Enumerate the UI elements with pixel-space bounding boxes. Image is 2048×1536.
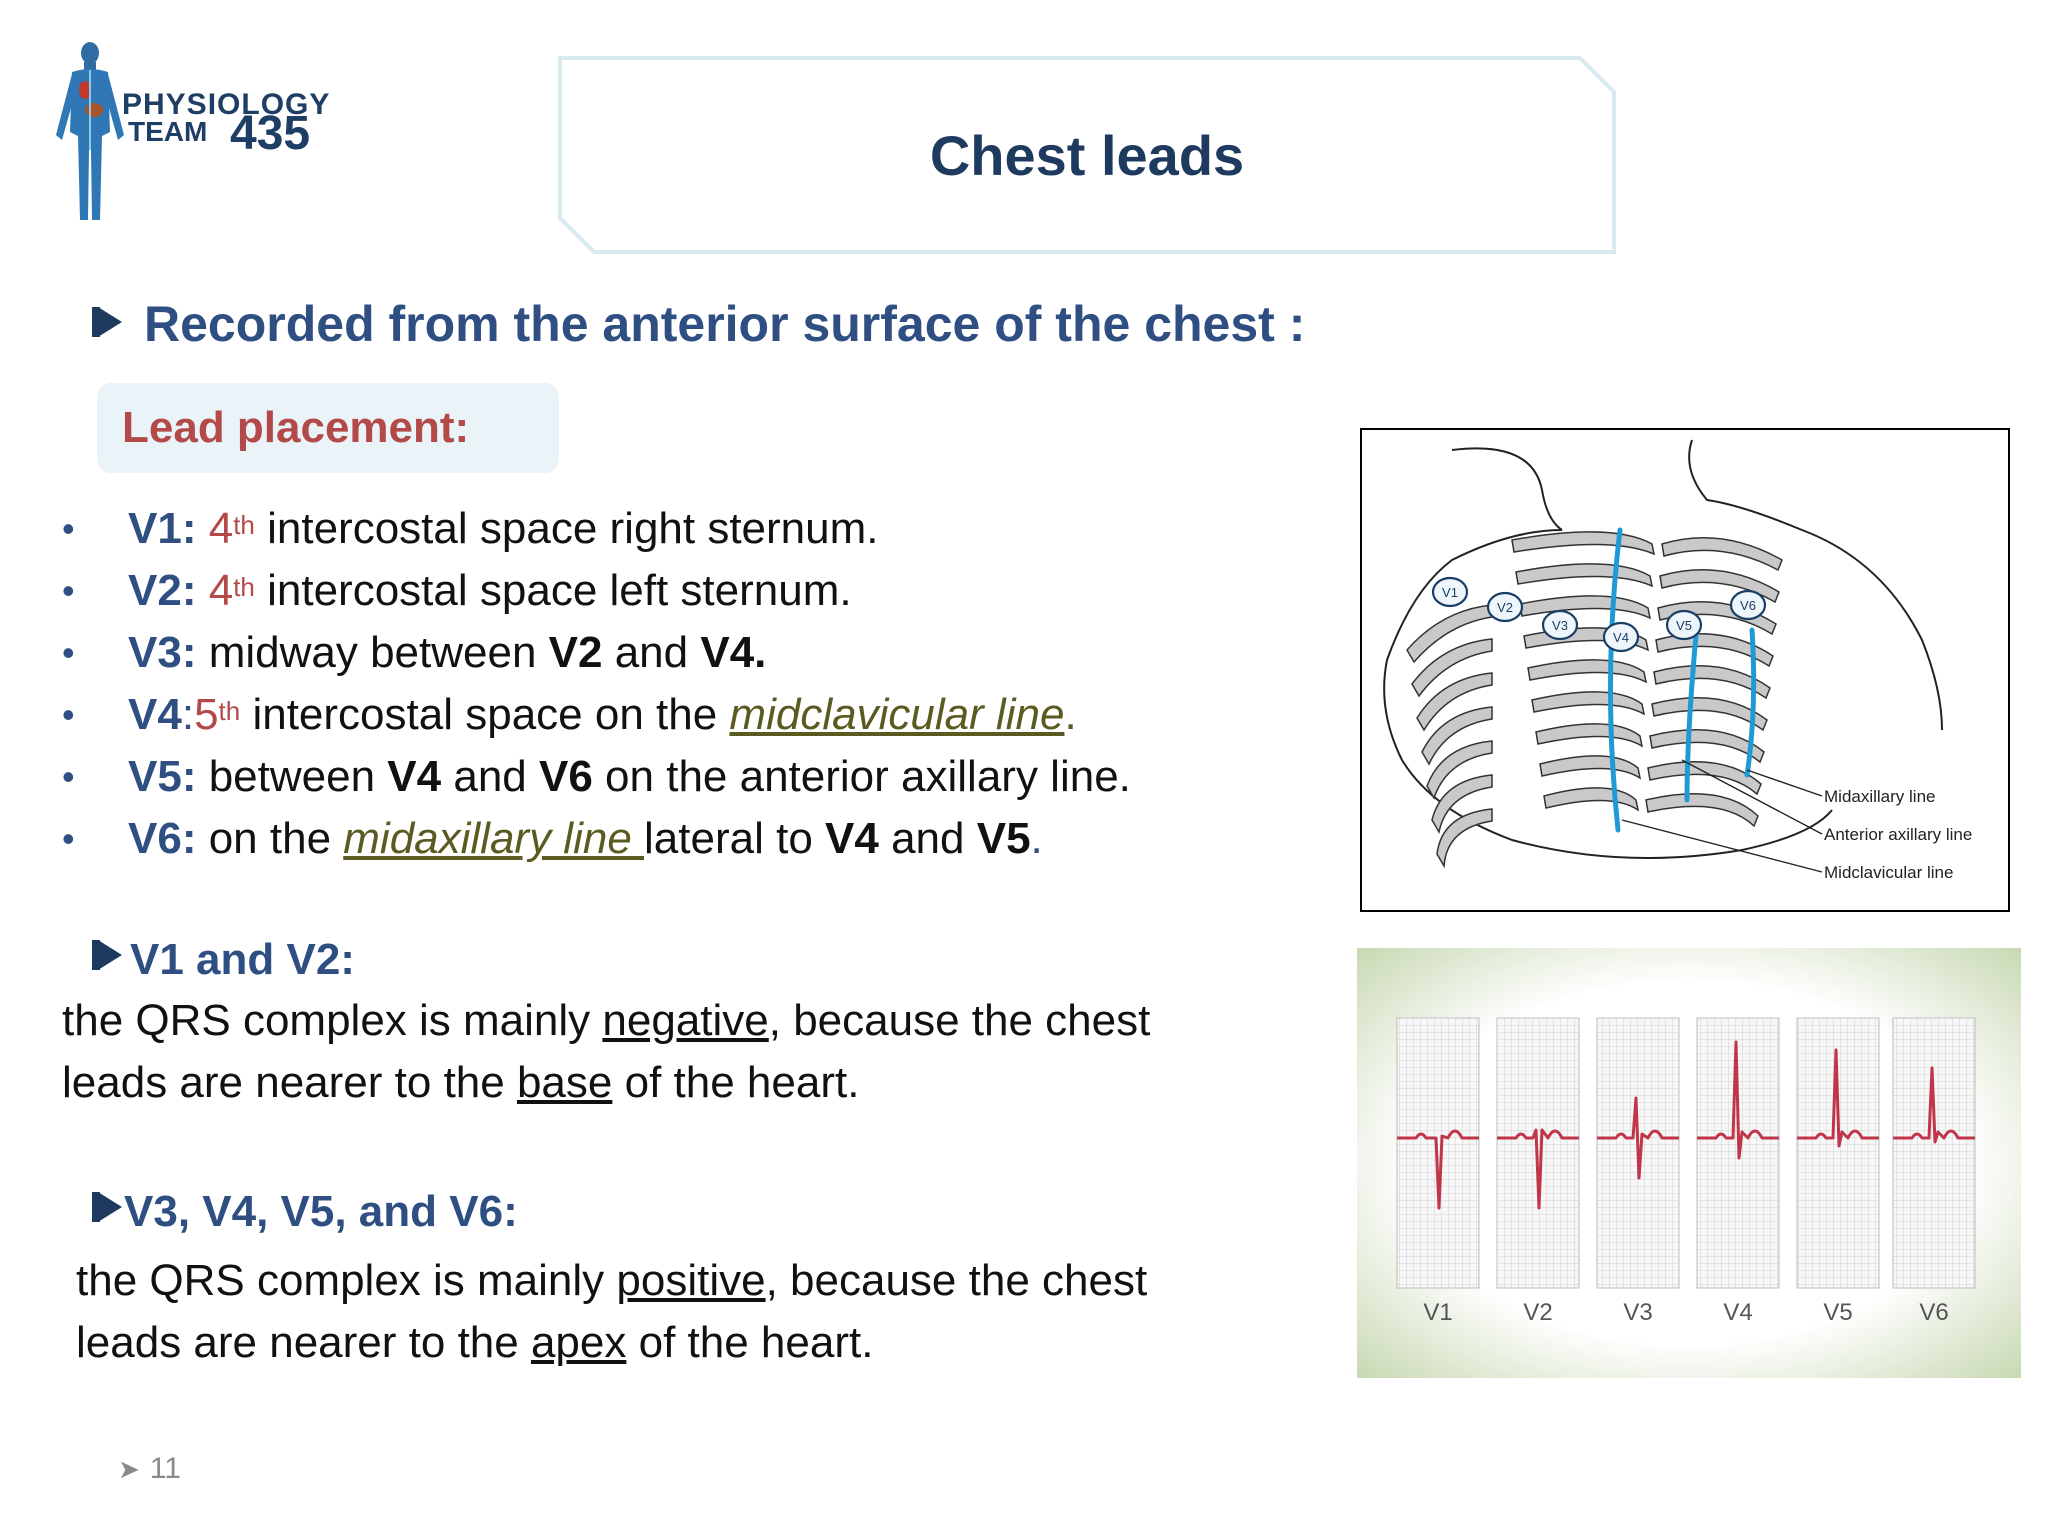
- section-v1-v2-text: the QRS complex is mainly negative, beca…: [62, 996, 1151, 1107]
- neck-left-outline: [1451, 447, 1563, 531]
- ecg-traces-svg: V1 V2 V3 V4 V5 V6: [1357, 948, 2021, 1378]
- electrode-v1: [1431, 576, 1469, 608]
- ecg-label-v5: V5: [1823, 1299, 1852, 1326]
- logo-word-physiology: PHYSIOLOGY: [122, 88, 331, 121]
- ecg-label-v4: V4: [1723, 1299, 1752, 1326]
- ecg-label-v1: V1: [1423, 1299, 1452, 1326]
- arrow-pointer-icon: ➤: [118, 1454, 140, 1484]
- midaxillary-line-marker: [1744, 627, 1757, 778]
- ecg-trace-v2: [1497, 1128, 1579, 1210]
- rib-left: [1519, 595, 1652, 620]
- list-item: • V6: on the midaxillary line lateral to…: [62, 814, 1043, 863]
- electrode-v3: [1541, 609, 1579, 641]
- list-item: • V5: between V4 and V6 on the anterior …: [62, 752, 1131, 801]
- rib-far-left: [1416, 672, 1493, 732]
- rib-left: [1535, 723, 1644, 748]
- arrow-bullet-icon: [92, 1192, 122, 1222]
- ecg-traces-panel: V1 V2 V3 V4 V5 V6: [1357, 948, 2021, 1378]
- electrode-label: V2: [1497, 600, 1513, 615]
- ecg-trace-v1: [1397, 1129, 1479, 1210]
- bullet-dot-icon: •: [62, 756, 75, 797]
- arrow-bullet-icon: [92, 307, 122, 337]
- label-anterior-axillary-line: Anterior axillary line: [1824, 825, 1972, 844]
- rib-far-left: [1421, 706, 1493, 766]
- rib-left: [1531, 691, 1646, 716]
- title-box: Chest leads: [557, 55, 1617, 255]
- ecg-trace-v5: [1797, 1048, 1879, 1148]
- bullet-dot-icon: •: [62, 570, 75, 611]
- bullet-dot-icon: •: [62, 694, 75, 735]
- list-item: • V3: midway between V2 and V4.: [62, 628, 767, 677]
- logo-number: 435: [230, 107, 311, 160]
- electrode-v4: [1602, 621, 1640, 653]
- shoulder-right-outline: [1688, 439, 1943, 731]
- ecg-trace-v3: [1597, 1096, 1679, 1180]
- rib-right: [1647, 761, 1762, 796]
- page-title: Chest leads: [929, 123, 1245, 187]
- ecg-trace-v4: [1697, 1040, 1779, 1160]
- bullet-dot-icon: •: [62, 508, 75, 549]
- shoulder-left-outline: [1383, 529, 1563, 761]
- electrode-label: V4: [1613, 630, 1629, 645]
- label-midaxillary-line: Midaxillary line: [1824, 787, 1935, 806]
- rib-left: [1511, 531, 1656, 556]
- electrode-v6: [1729, 589, 1767, 621]
- rib-far-left: [1411, 638, 1493, 698]
- rib-left: [1527, 659, 1648, 684]
- rib-right: [1645, 793, 1759, 828]
- arrow-bullet-icon: [92, 940, 122, 970]
- recorded-heading: Recorded from the anterior surface of th…: [88, 295, 1305, 353]
- ecg-label-v2: V2: [1523, 1299, 1552, 1326]
- electrode-v5: [1665, 609, 1703, 641]
- ecg-label-v3: V3: [1623, 1299, 1652, 1326]
- leader-midclavicular: [1621, 819, 1823, 873]
- bullet-dot-icon: •: [62, 632, 75, 673]
- ecg-trace-v6: [1893, 1066, 1975, 1144]
- ecg-grid: [1893, 1018, 1975, 1288]
- bullet-dot-icon: •: [62, 818, 75, 859]
- rib-right: [1661, 537, 1783, 572]
- rib-far-left: [1431, 774, 1493, 835]
- anterior-axillary-line-marker: [1684, 622, 1700, 803]
- section-v3-v6-text: the QRS complex is mainly positive, beca…: [76, 1256, 1148, 1367]
- rib-far-left: [1436, 808, 1493, 869]
- human-figure-icon: [56, 42, 124, 220]
- team-logo: PHYSIOLOGY TEAM 435: [44, 40, 374, 230]
- rib-left: [1539, 755, 1642, 780]
- rib-right: [1651, 697, 1768, 732]
- electrode-label: V5: [1676, 618, 1692, 633]
- electrode-v2: [1486, 591, 1524, 623]
- ecg-grid: [1797, 1018, 1879, 1288]
- electrode-label: V3: [1552, 618, 1568, 633]
- logo-word-team: TEAM: [128, 116, 208, 147]
- section-v1-v2-heading: V1 and V2:: [88, 935, 355, 985]
- recorded-text: Recorded from the anterior surface of th…: [144, 296, 1306, 352]
- lead-placement-label: Lead placement:: [122, 403, 470, 452]
- rib-right: [1649, 729, 1765, 764]
- midaxillary-line-term: midaxillary line: [343, 814, 645, 863]
- page-number: ➤11: [118, 1452, 181, 1485]
- rib-left: [1515, 563, 1654, 588]
- midclavicular-line-term: midclavicular line: [729, 690, 1065, 739]
- lead-placement-box: [97, 383, 559, 473]
- label-midclavicular-line: Midclavicular line: [1824, 863, 1953, 882]
- rib-far-left: [1426, 740, 1493, 800]
- rib-left: [1543, 787, 1640, 812]
- leader-midaxillary: [1746, 769, 1823, 797]
- ecg-label-v6: V6: [1919, 1299, 1948, 1326]
- leader-anterior-axillary: [1681, 759, 1823, 835]
- electrode-label: V6: [1740, 598, 1756, 613]
- section-v3-v6-heading: V3, V4, V5, and V6:: [88, 1187, 518, 1237]
- rib-right: [1659, 569, 1780, 604]
- midclavicular-line-marker: [1607, 527, 1623, 833]
- electrode-label: V1: [1442, 585, 1458, 600]
